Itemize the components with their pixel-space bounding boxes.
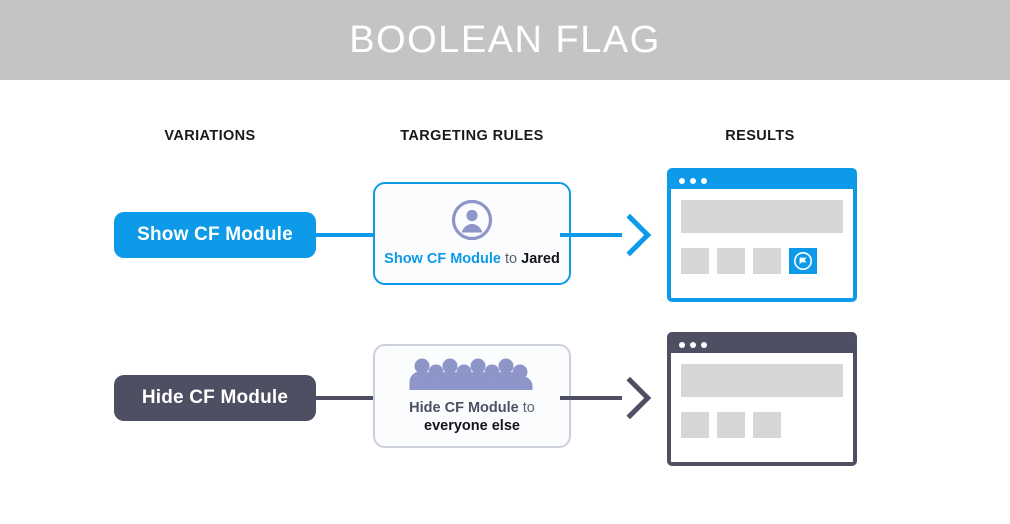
window-dot-icon (701, 341, 707, 348)
flow-arrow-icon (608, 376, 652, 420)
targeting-rule-card-jared[interactable]: Show CF Module to Jared (373, 182, 571, 285)
rule-connector-word: to (505, 251, 518, 267)
targeting-rule-text: Hide CF Module to everyone else (409, 399, 535, 435)
window-dot-icon (701, 177, 707, 184)
content-tile (753, 412, 781, 438)
browser-titlebar (671, 336, 853, 353)
content-placeholder-block (681, 364, 843, 397)
window-dot-icon (679, 341, 685, 348)
rule-connector-word: to (522, 400, 535, 416)
browser-content (671, 189, 853, 298)
column-heading-targeting-rules: TARGETING RULES (400, 128, 544, 144)
window-dot-icon (690, 341, 696, 348)
targeting-rule-card-everyone-else[interactable]: Hide CF Module to everyone else (373, 344, 571, 448)
connector-line-variation-to-rule (300, 396, 378, 400)
variation-pill-show-cf-module[interactable]: Show CF Module (114, 212, 316, 258)
variation-label: Hide CF Module (141, 387, 289, 408)
connector-line-rule-to-result (560, 233, 622, 237)
targeting-rule-text: Show CF Module to Jared (384, 251, 560, 268)
flow-arrow-icon (608, 213, 652, 257)
content-tile (681, 412, 709, 438)
result-browser-window-without-cf-module (667, 332, 857, 466)
column-heading-variations: VARIATIONS (164, 128, 256, 144)
rule-audience: everyone else (424, 418, 520, 434)
content-tile-row (681, 412, 843, 438)
content-tile (681, 248, 709, 274)
cf-module-flag-icon (794, 252, 812, 270)
connector-line-rule-to-result (560, 396, 622, 400)
window-dot-icon (690, 177, 696, 184)
connector-line-variation-to-rule (300, 233, 378, 237)
browser-content (671, 353, 853, 462)
page-title: BOOLEAN FLAG (349, 18, 661, 61)
content-tile-row (681, 248, 843, 274)
rule-flag-name: Show CF Module (384, 251, 501, 267)
variation-pill-hide-cf-module[interactable]: Hide CF Module (114, 375, 316, 421)
browser-titlebar (671, 172, 853, 189)
column-heading-results: RESULTS (725, 128, 795, 144)
group-of-people-icon (405, 357, 539, 391)
result-browser-window-with-cf-module (667, 168, 857, 302)
rule-flag-name: Hide CF Module (409, 400, 519, 416)
content-tile (753, 248, 781, 274)
rule-audience: Jared (521, 251, 560, 267)
window-dot-icon (679, 177, 685, 184)
content-placeholder-block (681, 200, 843, 233)
variation-label: Show CF Module (137, 224, 293, 245)
cf-module-tile (789, 248, 817, 274)
single-user-icon (451, 199, 493, 241)
content-tile (717, 248, 745, 274)
header-bar: BOOLEAN FLAG (0, 0, 1010, 80)
content-tile (717, 412, 745, 438)
